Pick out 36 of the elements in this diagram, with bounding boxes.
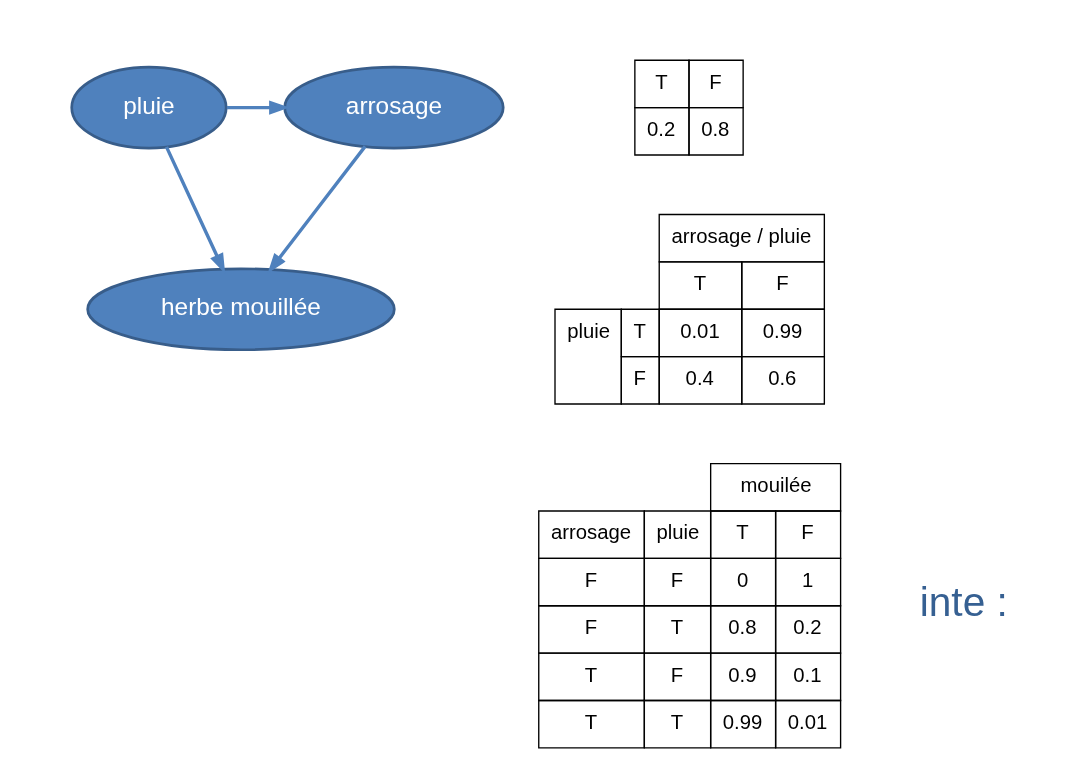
label: F [776,272,789,295]
label: F [801,521,814,544]
label: pluie [567,319,611,342]
label: 0.99 [762,319,803,342]
label: pluie [656,521,700,544]
label: F [633,367,646,390]
label: 0.2 [793,616,822,639]
label: arrosage [550,521,632,544]
label: T [655,70,668,93]
label: mouilée [740,474,812,497]
label: T [670,710,684,733]
label: F [584,568,598,591]
label: 0.8 [728,616,757,639]
label: arrosage / pluie [671,224,812,247]
label: 0 [737,568,749,591]
label: F [670,663,684,686]
label: F [584,616,598,639]
label: F [709,70,722,93]
label: inte : [919,578,1008,625]
label: T [584,710,598,733]
label: 0.01 [680,319,720,342]
label: T [670,616,684,639]
label: 0.01 [787,710,828,733]
label: 0.9 [728,663,757,686]
label: 0.8 [701,118,730,141]
label: 0.99 [722,710,763,733]
label: T [693,272,707,295]
label: F [670,568,684,591]
label: T [633,319,646,342]
label: 0.6 [768,367,797,390]
label: 0.1 [793,663,822,686]
label: T [736,521,749,544]
label: 0.2 [647,118,676,141]
label: 1 [802,568,814,591]
label: T [584,663,598,686]
label: 0.4 [685,367,714,390]
